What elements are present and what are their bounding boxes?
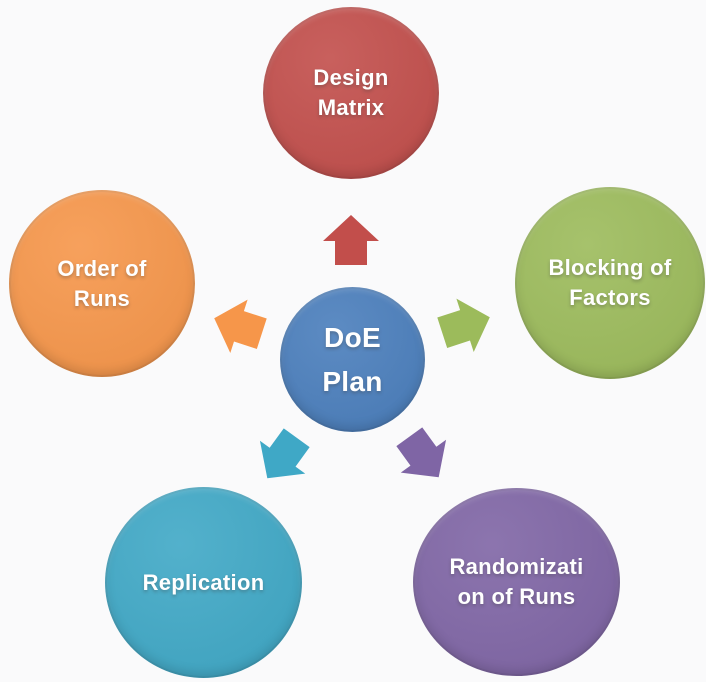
arrow-down-right-icon: [384, 418, 464, 497]
node-label-line1: Design: [313, 65, 389, 90]
node-label-line2: Matrix: [317, 95, 385, 120]
node-label-line1: Replication: [142, 569, 265, 595]
node-label-line2: Factors: [569, 285, 651, 310]
node-design-matrix: Design Matrix: [263, 7, 439, 179]
block-arrow-shape: [396, 427, 447, 478]
center-label-line1: DoE: [324, 321, 381, 353]
node-label-line2: Runs: [73, 285, 131, 311]
node-blocking-of-factors: Blocking of Factors: [515, 187, 705, 379]
node-label-line1: Blocking of: [548, 255, 672, 280]
node-randomization-of-runs: Randomizati on of Runs: [413, 488, 620, 676]
node-label-line2: on of Runs: [457, 584, 576, 609]
center-label-line2: Plan: [322, 365, 383, 397]
node-label-line1: Order of: [57, 255, 147, 281]
block-arrow-shape: [214, 299, 267, 353]
node-order-of-runs: Order of Runs: [9, 190, 195, 377]
node-replication: Replication: [105, 487, 302, 678]
block-arrow-shape: [323, 215, 379, 265]
center-node-doe-plan: DoE Plan: [280, 287, 425, 432]
block-arrow-shape: [437, 298, 490, 352]
arrow-down-left-icon: [242, 419, 322, 498]
node-label-line1: Randomizati: [449, 554, 584, 579]
arrow-up-right-icon: [431, 288, 501, 362]
block-arrow-shape: [259, 428, 310, 479]
arrow-up-left-icon: [203, 289, 273, 363]
arrow-up-icon: [321, 213, 381, 267]
